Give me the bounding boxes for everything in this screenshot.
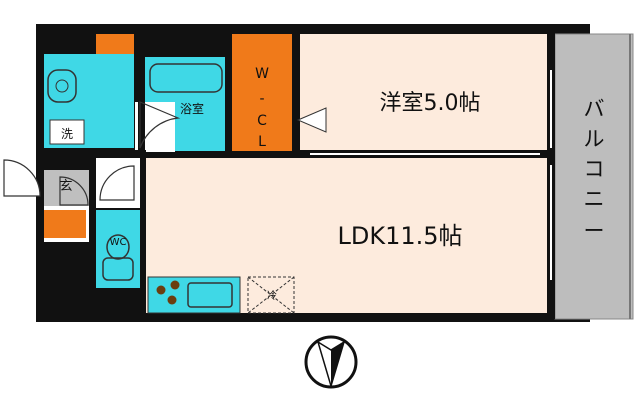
balcony-label-2: ル bbox=[584, 127, 605, 151]
ldk-label: LDK11.5帖 bbox=[337, 222, 462, 250]
wcl-label-dash: - bbox=[259, 91, 264, 107]
western-room bbox=[300, 34, 547, 154]
balcony-label-5: ー bbox=[584, 219, 605, 243]
bathtub-icon bbox=[149, 63, 223, 93]
wcl-label-l: L bbox=[258, 134, 266, 150]
laundry-label: 洗 bbox=[61, 127, 73, 141]
stove-burner-icon bbox=[156, 280, 180, 305]
balcony-label-4: ニ bbox=[584, 187, 605, 211]
wcl-label-c: C bbox=[257, 113, 267, 129]
balcony-label-1: バ bbox=[584, 97, 605, 121]
sink-icon bbox=[187, 282, 233, 308]
entrance-floor bbox=[44, 170, 89, 206]
entrance-label: 玄 bbox=[59, 179, 72, 194]
storage-top bbox=[96, 34, 134, 54]
walk-in-closet bbox=[232, 34, 292, 151]
washbasin-icon bbox=[47, 69, 77, 103]
door-swing-icon bbox=[3, 101, 181, 206]
fridge-space bbox=[247, 276, 295, 314]
fridge-label: 冷 bbox=[267, 289, 277, 302]
shoe-storage bbox=[44, 210, 86, 238]
door-arrow bbox=[296, 107, 327, 133]
compass-icon bbox=[304, 335, 358, 389]
balcony-area bbox=[554, 33, 634, 320]
western-room-label: 洋室5.0帖 bbox=[380, 91, 481, 116]
bath-label: 浴室 bbox=[180, 101, 204, 116]
wcl-label-w: W bbox=[255, 66, 269, 82]
toilet-label: WC bbox=[110, 237, 127, 248]
balcony-label-3: コ bbox=[584, 157, 605, 181]
washer-pan bbox=[49, 119, 85, 145]
toilet-icon bbox=[102, 234, 134, 281]
